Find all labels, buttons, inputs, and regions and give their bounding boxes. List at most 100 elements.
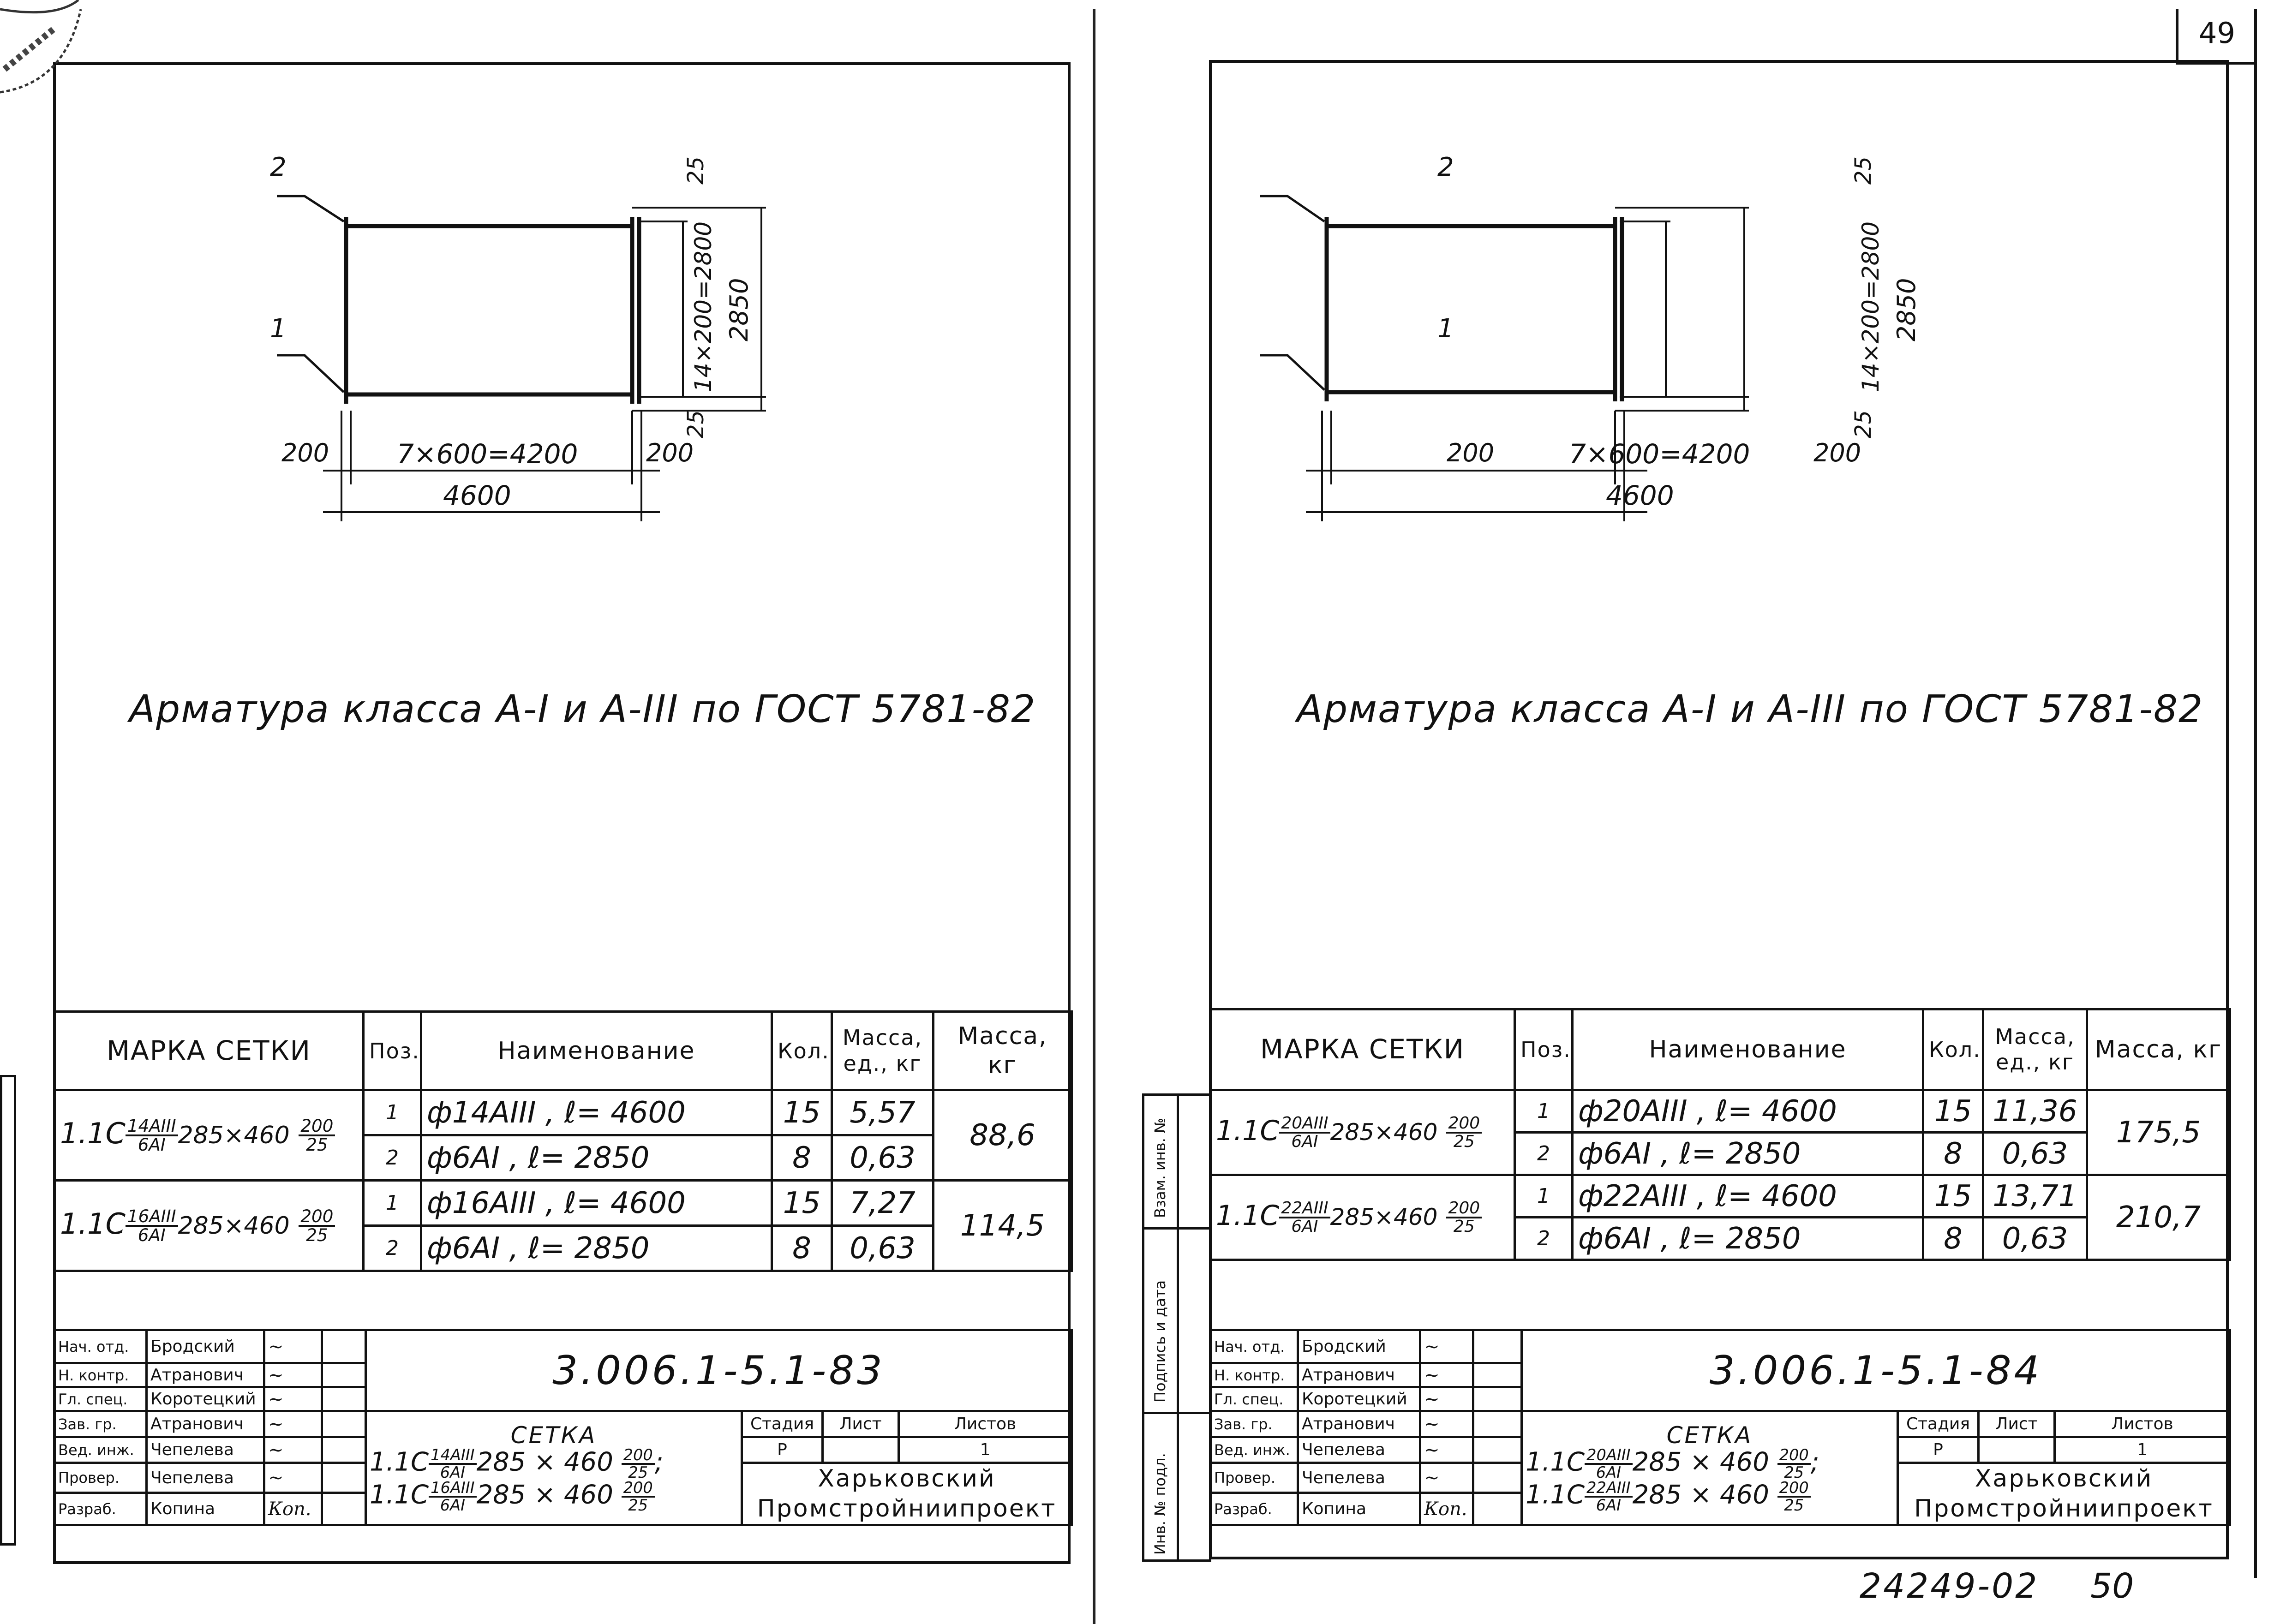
dim-total-width: 4600 — [443, 480, 511, 511]
sheet-divider — [1093, 9, 1095, 1624]
header-mark: МАРКА СЕТКИ — [1209, 1008, 1516, 1091]
stamp-title-word: СЕТКА — [1666, 1421, 1753, 1449]
role-cell: Разраб. — [1209, 1492, 1299, 1526]
unit-mass-cell: 0,63 — [1982, 1216, 2088, 1261]
signature: ~ — [263, 1410, 323, 1438]
signature: Коп. — [263, 1492, 323, 1526]
title-size: 285 × 460 — [476, 1447, 613, 1477]
pos-cell: 2 — [1514, 1131, 1574, 1176]
mark-top: 14АIII — [125, 1117, 178, 1137]
pos-cell: 2 — [1514, 1216, 1574, 1261]
role-cell: Вед. инж. — [53, 1436, 148, 1464]
signature: ~ — [1419, 1436, 1474, 1464]
role-cell: Гл. спец. — [53, 1386, 148, 1412]
title-prefix: 1.1С — [370, 1447, 429, 1477]
qty-cell: 15 — [1922, 1089, 1984, 1134]
approval-stamp-seal — [0, 0, 82, 94]
name-cell: ф16АIII , ℓ= 4600 — [420, 1179, 773, 1227]
header-mass: Масса, кг — [932, 1010, 1073, 1091]
signature: ~ — [1419, 1329, 1474, 1364]
qty-cell: 8 — [771, 1134, 833, 1182]
unit-mass-cell: 13,71 — [1982, 1174, 2088, 1218]
signature: ~ — [1419, 1386, 1474, 1412]
title-bottom: 6АI — [1596, 1496, 1621, 1514]
title-step-top: 200 — [621, 1480, 655, 1498]
sheet-number: 50 — [2090, 1566, 2134, 1606]
sheet-label: Лист — [821, 1410, 900, 1438]
header-unit-mass: Масса, ед., кг — [1982, 1008, 2088, 1091]
name-cell: ф6АI , ℓ= 2850 — [1571, 1131, 1924, 1176]
title-bottom: 6АI — [440, 1496, 465, 1514]
sheet-left: 2 1 25 14×200=2800 25 2850 200 7×600=420… — [0, 0, 1107, 1621]
title-size: 285 × 460 — [476, 1480, 613, 1510]
role-cell: Нач. отд. — [1209, 1329, 1299, 1364]
pos-cell: 2 — [362, 1224, 422, 1272]
table-row: 2 ф6АI , ℓ= 2850 8 0,63 — [54, 1134, 1072, 1182]
side-label-inventory: Инв. № подл. — [1151, 1453, 1169, 1555]
header-pos: Поз. — [362, 1010, 422, 1091]
title-size: 285 × 460 — [1632, 1447, 1769, 1477]
side-strip-divider — [1142, 1227, 1211, 1230]
unit-mass-cell: 11,36 — [1982, 1089, 2088, 1134]
person-cell: Бродский — [1297, 1329, 1421, 1364]
header-mass: Масса, кг — [2086, 1008, 2231, 1091]
mark-bottom: 6АI — [1291, 1132, 1318, 1151]
sheets-label: Листов — [2053, 1410, 2232, 1438]
spec-table: МАРКА СЕТКИ Поз. Наименование Кол. Масса… — [53, 1010, 1073, 1272]
dim-inner-height: 14×200=2800 — [1857, 221, 1884, 392]
table-row: 2 ф6АI , ℓ= 2850 8 0,63 — [54, 1224, 1072, 1272]
side-label-replacement: Взам. инв. № — [1151, 1117, 1169, 1218]
person-cell: Чепелева — [145, 1436, 265, 1464]
title-step-top: 200 — [621, 1447, 655, 1465]
pos-cell: 1 — [1514, 1174, 1574, 1218]
dim-inner-width: 7×600=4200 — [397, 438, 578, 470]
pos-label-1: 1 — [270, 314, 287, 344]
person-cell: Атранович — [145, 1362, 265, 1388]
dim-total-width: 4600 — [1606, 480, 1674, 511]
document-code: 3.006.1-5.1-83 — [364, 1329, 1073, 1412]
title-separator: ; — [654, 1447, 664, 1477]
title-prefix: 1.1С — [1526, 1480, 1585, 1510]
signature: ~ — [263, 1436, 323, 1464]
dim-left: 200 — [281, 438, 329, 467]
title-step-bottom: 25 — [628, 1463, 648, 1481]
person-cell: Копина — [145, 1492, 265, 1526]
title-top: 16АIII — [429, 1480, 477, 1498]
title-separator: ; — [1810, 1447, 1819, 1477]
title-prefix: 1.1С — [1526, 1447, 1585, 1477]
role-cell: Гл. спец. — [1209, 1386, 1299, 1412]
dim-inner-width: 7×600=4200 — [1569, 438, 1750, 470]
title-top: 14АIII — [429, 1447, 477, 1465]
person-cell: Чепелева — [145, 1461, 265, 1494]
title-step-top: 200 — [1777, 1447, 1811, 1465]
title-bottom: 6АI — [440, 1463, 465, 1481]
person-cell: Коротецкий — [145, 1386, 265, 1412]
unit-mass-cell: 7,27 — [831, 1179, 934, 1227]
archive-number: 24249-02 — [1860, 1566, 2039, 1606]
header-name: Наименование — [420, 1010, 773, 1091]
mark-size: 285×460 — [178, 1212, 290, 1240]
dim-top-gap: 25 — [683, 156, 709, 185]
title-step-top: 200 — [1777, 1480, 1811, 1498]
role-cell: Нач. отд. — [53, 1329, 148, 1364]
header-pos: Поз. — [1514, 1008, 1574, 1091]
dim-bottom-gap: 25 — [1850, 410, 1876, 438]
mark-step-bottom: 25 — [306, 1134, 328, 1155]
mark-bottom: 6АI — [138, 1225, 166, 1246]
title-step-bottom: 25 — [628, 1496, 648, 1514]
document-code: 3.006.1-5.1-84 — [1520, 1329, 2232, 1412]
signature: ~ — [263, 1461, 323, 1494]
pos-label-2: 2 — [270, 152, 287, 182]
signature: ~ — [263, 1329, 323, 1364]
side-strip — [0, 1075, 16, 1546]
dim-total-height: 2850 — [724, 278, 754, 341]
role-cell: Н. контр. — [53, 1362, 148, 1388]
mark-step-top: 200 — [299, 1207, 335, 1227]
